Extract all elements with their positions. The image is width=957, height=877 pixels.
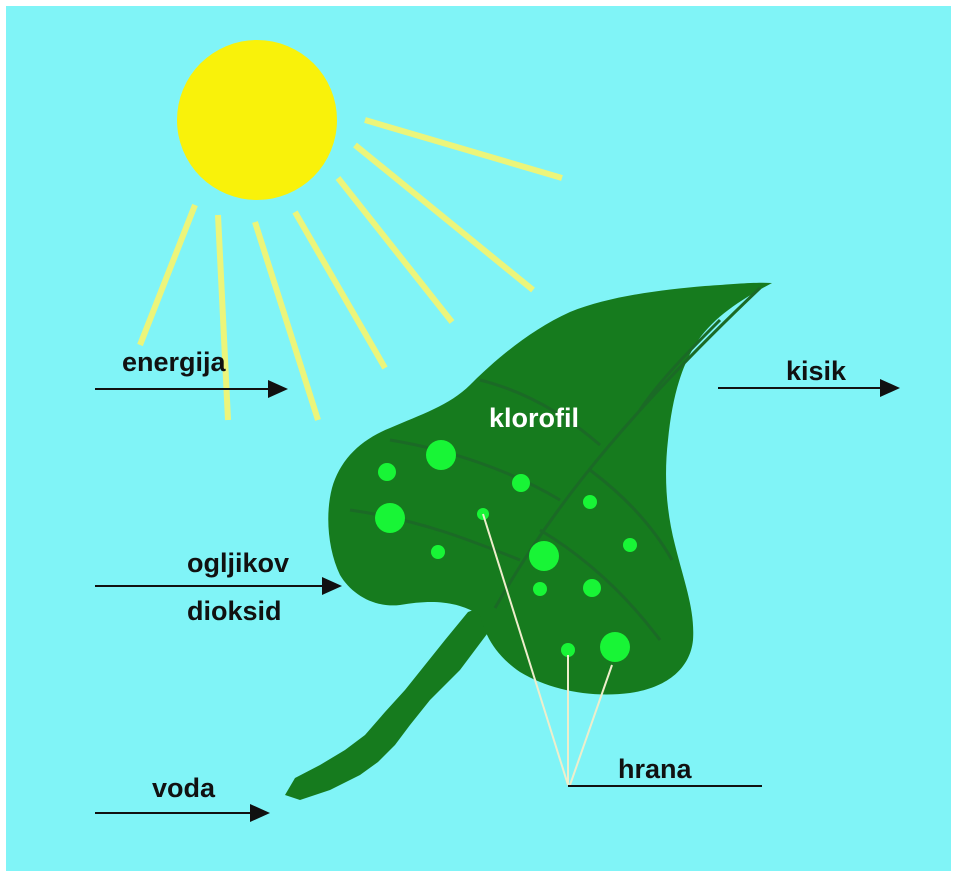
food-dot bbox=[512, 474, 530, 492]
food-label: hrana bbox=[618, 754, 693, 784]
food-dot bbox=[431, 545, 445, 559]
food-dot bbox=[533, 582, 547, 596]
chlorophyll-label: klorofil bbox=[489, 403, 579, 433]
food-dot bbox=[378, 463, 396, 481]
food-dot bbox=[600, 632, 630, 662]
co2-label-line2: dioksid bbox=[187, 596, 282, 626]
co2-label-line1: ogljikov bbox=[187, 548, 289, 578]
food-dot bbox=[561, 643, 575, 657]
food-dot bbox=[583, 495, 597, 509]
food-dot bbox=[529, 541, 559, 571]
sun-icon bbox=[177, 40, 337, 200]
oxygen-label: kisik bbox=[786, 356, 847, 386]
energy-label: energija bbox=[122, 347, 227, 377]
food-dot bbox=[583, 579, 601, 597]
food-dot bbox=[426, 440, 456, 470]
food-dot bbox=[623, 538, 637, 552]
food-dot bbox=[375, 503, 405, 533]
water-label: voda bbox=[152, 773, 216, 803]
